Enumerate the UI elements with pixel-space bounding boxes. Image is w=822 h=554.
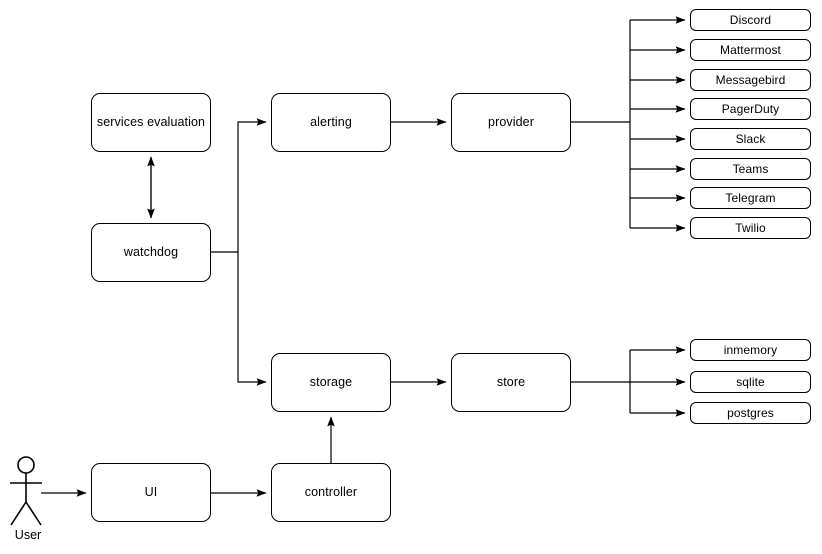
node-provider-telegram[interactable]: Telegram [690,187,811,209]
stick-figure-actor-icon [10,456,42,526]
node-provider-mattermost[interactable]: Mattermost [690,39,811,61]
edge-watchdog-alerting [211,118,267,253]
node-provider-slack[interactable]: Slack [690,128,811,150]
node-provider-pagerduty[interactable]: PagerDuty [690,98,811,120]
edge-provider-fanout [571,16,686,232]
node-store-postgres[interactable]: postgres [690,402,811,424]
node-store-inmemory[interactable]: inmemory [690,339,811,361]
node-ui[interactable]: UI [91,463,211,522]
node-watchdog[interactable]: watchdog [91,223,211,282]
node-store-sqlite[interactable]: sqlite [690,371,811,393]
node-provider[interactable]: provider [451,93,571,152]
edge-store-fanout [571,346,686,417]
node-storage[interactable]: storage [271,353,391,412]
node-provider-teams[interactable]: Teams [690,158,811,180]
node-store[interactable]: store [451,353,571,412]
node-provider-messagebird[interactable]: Messagebird [690,69,811,91]
node-provider-twilio[interactable]: Twilio [690,217,811,239]
edge-watchdog-storage [237,252,267,386]
node-controller[interactable]: controller [271,463,391,522]
node-services-evaluation[interactable]: services evaluation [91,93,211,152]
user-actor-label: User [14,528,42,542]
node-alerting[interactable]: alerting [271,93,391,152]
node-provider-discord[interactable]: Discord [690,9,811,31]
